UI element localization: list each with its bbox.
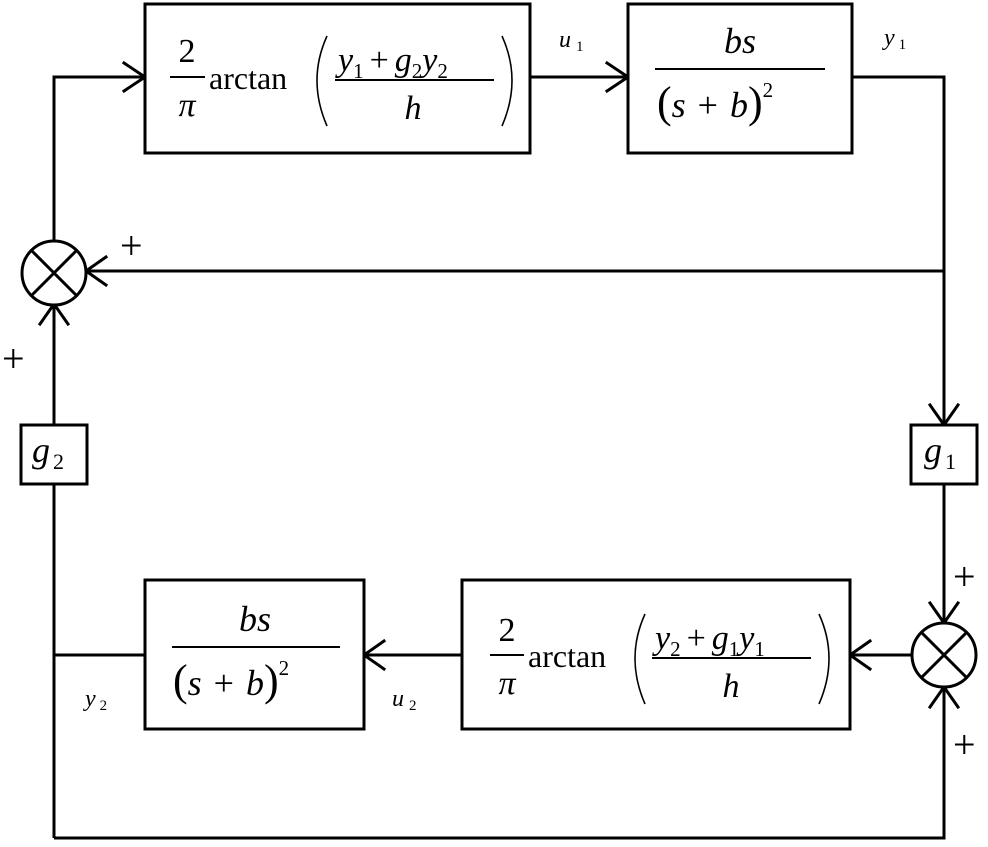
signal-wires: [52, 75, 946, 840]
argument-denominator: h: [405, 90, 422, 127]
argument-numerator: y2+g1y1: [652, 620, 765, 661]
coef-numerator: 2: [179, 33, 196, 70]
transfer-denominator: (s+b)2: [173, 656, 289, 705]
function-name: arctan: [528, 638, 606, 674]
coef-denominator: π: [498, 665, 516, 702]
sign-right-sum-bottom: +: [953, 722, 976, 767]
sign-labels: + + + +: [2, 223, 976, 767]
sum-junction-right: [910, 621, 978, 689]
transfer-numerator: bs: [724, 21, 756, 61]
sign-left-sum-bottom: +: [2, 336, 25, 381]
right-paren-icon: [501, 35, 513, 127]
sign-right-sum-top: +: [953, 554, 976, 599]
transfer-numerator: bs: [239, 599, 271, 639]
wire-y1-trunk: [852, 75, 946, 425]
function-name: arctan: [209, 60, 287, 96]
block-transfer-top: bs (s+b)2: [626, 2, 854, 155]
cross-icon: [919, 630, 969, 680]
argument-numerator: y1+g2y2: [335, 42, 448, 83]
wire-y2-to-right-sum: [54, 687, 946, 840]
wire-sum-to-arctan-top: [52, 75, 145, 242]
sum-junction-left: [20, 239, 88, 307]
cross-icon: [29, 248, 79, 298]
block-arctan-top: 2 π arctan y1+g2y2 h: [143, 2, 532, 155]
right-paren-icon: [818, 613, 830, 705]
sign-left-sum-right: +: [120, 223, 143, 268]
coef-denominator: π: [178, 87, 196, 124]
argument-denominator: h: [723, 668, 740, 705]
left-paren-icon: [634, 613, 646, 705]
transfer-denominator: (s+b)2: [657, 78, 773, 127]
coef-numerator: 2: [499, 612, 516, 649]
block-transfer-bottom: bs (s+b)2: [143, 578, 366, 731]
block-arctan-bottom: 2 π arctan y2+g1y1 h: [460, 578, 852, 731]
left-paren-icon: [316, 35, 328, 127]
